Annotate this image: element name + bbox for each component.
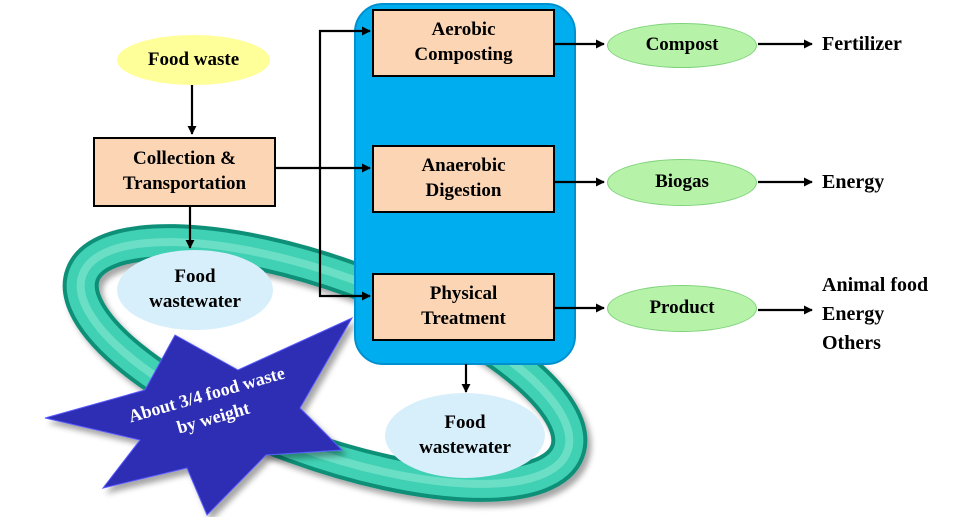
biogas-node: Biogas: [607, 159, 757, 206]
physical-label-line2: Treatment: [421, 308, 506, 329]
collection-label-line1: Collection &: [133, 148, 236, 170]
compost-node: Compost: [607, 23, 757, 68]
compost-label: Compost: [645, 34, 719, 56]
anaerobic-label-line1: Anaerobic: [421, 155, 506, 177]
biogas-label: Biogas: [655, 171, 709, 193]
food-wastewater-bottom-line1: Food: [444, 411, 486, 433]
collection-transportation-box: Collection & Transportation: [93, 137, 276, 207]
anaerobic-digestion-box: Anaerobic Digestion: [372, 145, 555, 213]
product-uses-list: Animal food Energy Others: [822, 271, 928, 358]
collection-label-line2: Transportation: [122, 173, 247, 194]
product-label: Product: [649, 297, 715, 319]
product-use-animal-food: Animal food: [822, 274, 929, 296]
annotation-star: [44, 316, 354, 516]
product-node: Product: [607, 285, 757, 332]
physical-treatment-box: Physical Treatment: [372, 273, 555, 341]
aerobic-composting-box: Aerobic Composting: [372, 9, 555, 77]
product-use-energy: Energy: [822, 303, 885, 325]
energy-output: Energy: [822, 171, 885, 193]
food-wastewater-bottom-line2: wastewater: [419, 436, 511, 458]
physical-label-line1: Physical: [429, 283, 498, 305]
aerobic-label-line1: Aerobic: [431, 19, 496, 41]
food-waste-node: Food waste: [117, 35, 270, 85]
food-wastewater-left-node: Food wastewater: [117, 250, 273, 330]
anaerobic-label-line2: Digestion: [425, 180, 502, 201]
food-waste-label: Food waste: [147, 48, 240, 70]
fertilizer-output: Fertilizer: [822, 33, 902, 55]
food-wastewater-left-line1: Food: [174, 266, 216, 288]
flow-arrows: [185, 26, 813, 393]
product-use-others: Others: [822, 332, 881, 354]
food-wastewater-bottom-node: Food wastewater: [385, 393, 545, 478]
aerobic-label-line2: Composting: [414, 44, 513, 65]
food-wastewater-left-line2: wastewater: [149, 291, 241, 312]
